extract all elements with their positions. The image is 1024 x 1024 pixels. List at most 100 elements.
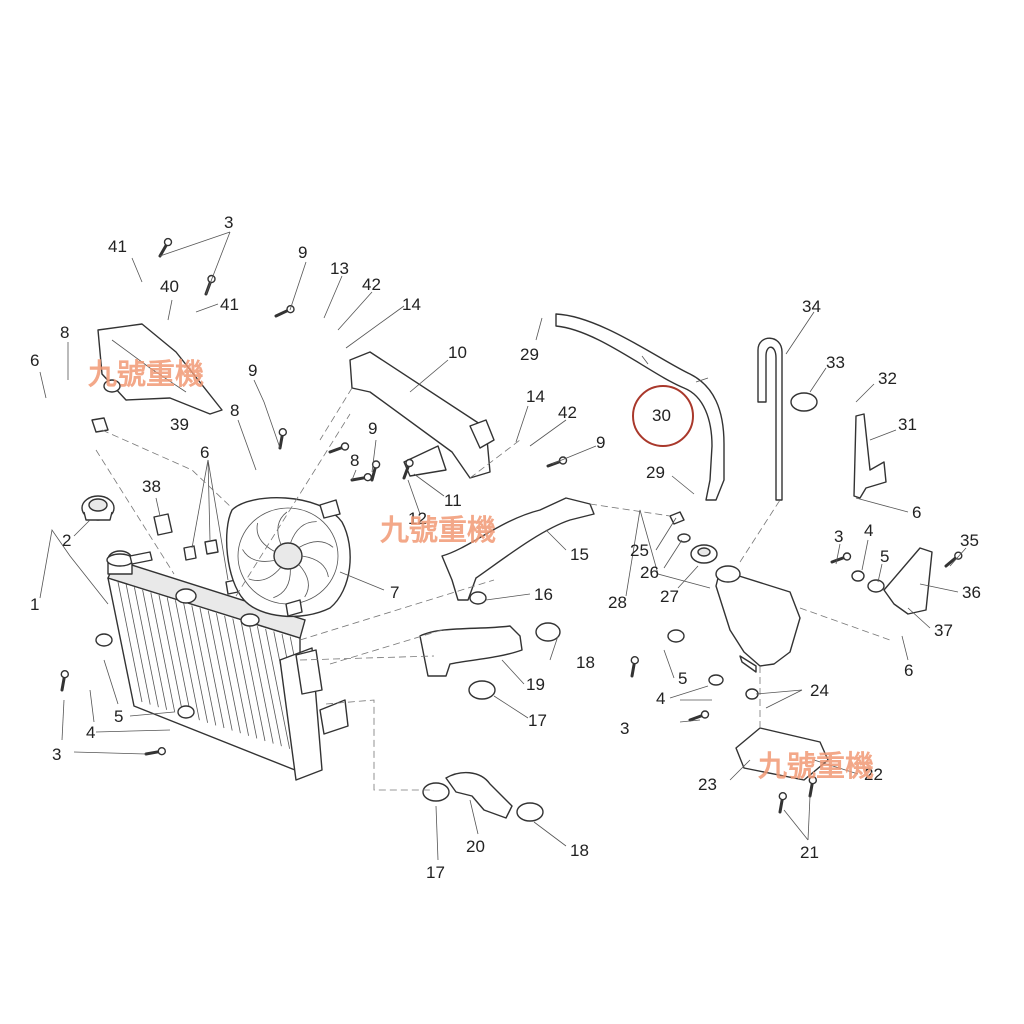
label-16: 16	[534, 585, 553, 604]
label-9: 9	[596, 433, 605, 452]
radiator-bracket	[349, 351, 495, 479]
fan-blade	[273, 568, 291, 599]
label-23: 23	[698, 775, 717, 794]
radiator-fin	[265, 628, 290, 749]
hose-30	[555, 313, 725, 501]
hose-19	[419, 625, 523, 677]
label-2: 2	[62, 531, 71, 550]
fan-blade	[248, 567, 282, 581]
bracket-31	[853, 413, 887, 499]
bolt-head	[278, 428, 287, 437]
label-29: 29	[520, 345, 539, 364]
fan-blade	[242, 549, 275, 562]
radiator-fin	[207, 610, 233, 731]
tank-fittings	[669, 511, 691, 543]
label-5: 5	[880, 547, 889, 566]
label-26: 26	[640, 563, 659, 582]
label-20: 20	[466, 837, 485, 856]
bolt-head	[630, 656, 639, 665]
radiator-fin	[232, 618, 258, 739]
leader-lines	[39, 231, 967, 861]
bolt-head	[808, 776, 817, 785]
hose-20	[445, 771, 513, 819]
radiator-fin	[158, 594, 184, 716]
clamp-33	[790, 392, 818, 412]
label-31: 31	[898, 415, 917, 434]
label-24: 24	[810, 681, 829, 700]
bolt-head	[363, 473, 372, 482]
cooling-fan	[226, 497, 351, 618]
label-40: 40	[160, 277, 179, 296]
label-3: 3	[52, 745, 61, 764]
overflow-hose-34	[757, 337, 783, 501]
radiator-fin	[134, 587, 159, 708]
bolt-head	[954, 551, 963, 560]
hose-15-16	[441, 497, 595, 601]
label-6: 6	[30, 351, 39, 370]
label-28: 28	[608, 593, 627, 612]
label-17: 17	[528, 711, 547, 730]
label-19: 19	[526, 675, 545, 694]
fan-blade	[298, 564, 309, 598]
label-38: 38	[142, 477, 161, 496]
bolt-head	[371, 460, 381, 469]
label-13: 13	[330, 259, 349, 278]
radiator-fin	[117, 581, 143, 703]
label-17: 17	[426, 863, 445, 882]
label-9: 9	[248, 361, 257, 380]
label-6: 6	[904, 661, 913, 680]
fan-blade	[298, 541, 334, 548]
label-3: 3	[224, 213, 233, 232]
label-41: 41	[108, 237, 127, 256]
radiator-fin	[224, 615, 249, 736]
label-18: 18	[576, 653, 595, 672]
label-8: 8	[350, 451, 359, 470]
bolt-head	[340, 442, 350, 451]
label-9: 9	[368, 419, 377, 438]
label-36: 36	[962, 583, 981, 602]
bolt-head	[778, 792, 787, 801]
bolt-head	[700, 710, 710, 719]
fan-blade	[277, 511, 288, 545]
rubber-mounts	[95, 570, 885, 719]
radiator-fin	[248, 623, 274, 744]
radiator-fin	[125, 584, 151, 705]
label-8: 8	[60, 323, 69, 342]
label-12: 12	[408, 509, 427, 528]
label-41: 41	[220, 295, 239, 314]
radiator-cap	[81, 495, 115, 521]
hose-clamps	[422, 591, 561, 822]
assembly-lines	[95, 387, 891, 791]
label-18: 18	[570, 841, 589, 860]
label-1: 1	[30, 595, 39, 614]
label-39: 39	[170, 415, 189, 434]
air-deflector	[91, 323, 223, 433]
label-22: 22	[864, 765, 883, 784]
label-6: 6	[200, 443, 209, 462]
label-4: 4	[656, 689, 665, 708]
part-38-clip	[153, 513, 173, 536]
bolt-head	[60, 670, 70, 679]
label-42: 42	[362, 275, 381, 294]
label-29: 29	[646, 463, 665, 482]
label-6: 6	[912, 503, 921, 522]
fan-blades	[242, 511, 334, 599]
watermark: 九號重機	[88, 357, 204, 391]
radiator-fin	[175, 600, 200, 721]
label-32: 32	[878, 369, 897, 388]
label-35: 35	[960, 531, 979, 550]
bolt-head	[157, 747, 167, 756]
label-15: 15	[570, 545, 589, 564]
bolt-head	[163, 237, 173, 247]
label-4: 4	[864, 521, 873, 540]
label-25: 25	[630, 541, 649, 560]
bolt-head	[842, 552, 852, 561]
radiator-fin	[183, 602, 208, 723]
radiator-fin	[216, 613, 241, 734]
label-34: 34	[802, 297, 821, 316]
label-3: 3	[620, 719, 629, 738]
label-4: 4	[86, 723, 95, 742]
part-number-labels: 1 2 3 3 3 3 4 4 4 5 5 5 6 6 6 6 7 8 8 8 …	[30, 213, 981, 882]
radiator-fin	[166, 597, 192, 718]
